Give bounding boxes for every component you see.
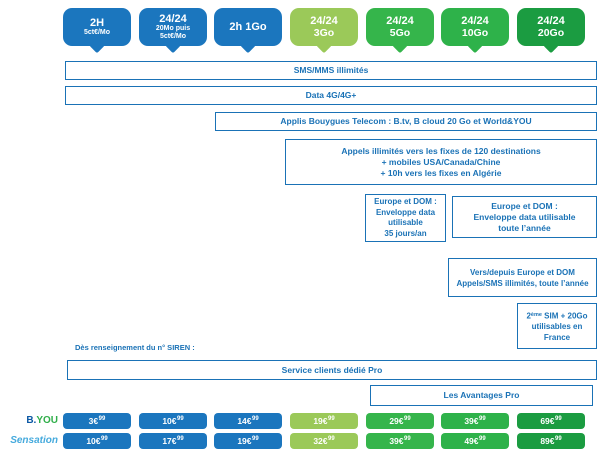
plan-title: 24/24 bbox=[537, 15, 565, 27]
feature-text: Data 4G/4G+ bbox=[305, 90, 357, 100]
feature-avantages-pro-box: Les Avantages Pro bbox=[370, 385, 593, 406]
plan-title: 24/24 bbox=[159, 12, 187, 25]
plan-tab-2424-5go[interactable]: 24/24 5Go bbox=[366, 8, 434, 54]
plan-title: 24/24 bbox=[386, 15, 414, 27]
tab-pointer-icon bbox=[467, 37, 483, 54]
plan-subtitle2: 5ct€/Mo bbox=[159, 33, 187, 40]
plan-title: 2h 1Go bbox=[229, 21, 267, 33]
sensation-price-col3[interactable]: 19€99 bbox=[214, 433, 282, 449]
plan-subtitle: 10Go bbox=[461, 27, 489, 39]
feature-text: SMS/MMS illimités bbox=[293, 65, 369, 75]
sensation-price-col1[interactable]: 10€99 bbox=[63, 433, 131, 449]
byou-row-label: B.YOU bbox=[0, 415, 58, 426]
feature-vers-depuis-box: Vers/depuis Europe et DOM Appels/SMS ill… bbox=[448, 258, 597, 297]
feature-line: + 10h vers les fixes en Algérie bbox=[380, 167, 502, 178]
byou-price-col1[interactable]: 3€99 bbox=[63, 413, 131, 429]
sensation-price-col7[interactable]: 89€99 bbox=[517, 433, 585, 449]
sensation-row-label: Sensation bbox=[10, 435, 58, 446]
plan-subtitle: 3Go bbox=[313, 27, 335, 39]
plan-subtitle: 20Mo puis bbox=[155, 24, 191, 32]
feature-line: France bbox=[543, 333, 571, 343]
feature-appels-box: Appels illimités vers les fixes de 120 d… bbox=[285, 139, 597, 185]
sensation-price-col2[interactable]: 17€99 bbox=[139, 433, 207, 449]
plan-tab-2424-20go[interactable]: 24/24 20Go bbox=[517, 8, 585, 54]
plan-tab-2424-3go[interactable]: 24/24 3Go bbox=[290, 8, 358, 54]
feature-line: Enveloppe data utilisable bbox=[473, 211, 576, 222]
sensation-price-col4[interactable]: 32€99 bbox=[290, 433, 358, 449]
plan-tab-2424-20mo[interactable]: 24/24 20Mo puis 5ct€/Mo bbox=[139, 8, 207, 54]
feature-line: Vers/depuis Europe et DOM bbox=[470, 267, 575, 277]
plan-subtitle: 5Go bbox=[389, 27, 411, 39]
feature-2nd-sim-box: 2ème SIM + 20Go utilisables en France bbox=[517, 303, 597, 349]
tab-pointer-icon bbox=[392, 37, 408, 54]
feature-line: 35 jours/an bbox=[384, 228, 427, 238]
feature-line: Enveloppe data bbox=[375, 207, 436, 217]
sensation-price-col5[interactable]: 39€99 bbox=[366, 433, 434, 449]
feature-line: utilisables en bbox=[531, 322, 583, 332]
tab-pointer-icon bbox=[89, 37, 105, 54]
siren-note: Dès renseignement du n° SIREN : bbox=[75, 343, 195, 352]
feature-line: + mobiles USA/Canada/Chine bbox=[381, 156, 501, 167]
tab-pointer-icon bbox=[240, 37, 256, 54]
feature-europe-dom-year-box: Europe et DOM : Enveloppe data utilisabl… bbox=[452, 196, 597, 238]
feature-line: utilisable bbox=[388, 218, 423, 227]
plan-title: 24/24 bbox=[461, 15, 489, 27]
feature-europe-dom-35j-box: Europe et DOM : Enveloppe data utilisabl… bbox=[365, 194, 446, 242]
feature-line: Appels illimités vers les fixes de 120 d… bbox=[341, 145, 541, 156]
feature-service-pro-box: Service clients dédié Pro bbox=[67, 360, 597, 380]
plan-subtitle: 20Go bbox=[537, 27, 565, 39]
byou-price-col5[interactable]: 29€99 bbox=[366, 413, 434, 429]
feature-text: Applis Bouygues Telecom : B.tv, B cloud … bbox=[280, 116, 532, 126]
byou-price-col6[interactable]: 39€99 bbox=[441, 413, 509, 429]
feature-line: Europe et DOM : bbox=[374, 197, 437, 206]
feature-line: Appels/SMS illimités, toute l’année bbox=[456, 278, 589, 288]
plan-tab-2h1go[interactable]: 2h 1Go bbox=[214, 8, 282, 54]
byou-price-col7[interactable]: 69€99 bbox=[517, 413, 585, 429]
feature-sms-box: SMS/MMS illimités bbox=[65, 61, 597, 80]
sensation-price-col6[interactable]: 49€99 bbox=[441, 433, 509, 449]
feature-text: Service clients dédié Pro bbox=[281, 364, 383, 375]
feature-line: 2ème SIM + 20Go bbox=[526, 311, 588, 321]
feature-data-box: Data 4G/4G+ bbox=[65, 86, 597, 105]
byou-label-b: B. bbox=[26, 415, 37, 426]
byou-price-col3[interactable]: 14€99 bbox=[214, 413, 282, 429]
plan-subtitle: 5ct€/Mo bbox=[83, 28, 111, 36]
plan-title: 2H bbox=[89, 16, 105, 29]
tab-pointer-icon bbox=[543, 37, 559, 54]
feature-applis-box: Applis Bouygues Telecom : B.tv, B cloud … bbox=[215, 112, 597, 131]
byou-price-col4[interactable]: 19€99 bbox=[290, 413, 358, 429]
feature-line: toute l’année bbox=[498, 222, 551, 233]
plan-tab-2424-10go[interactable]: 24/24 10Go bbox=[441, 8, 509, 54]
feature-text: Les Avantages Pro bbox=[443, 390, 520, 400]
byou-price-col2[interactable]: 10€99 bbox=[139, 413, 207, 429]
tab-pointer-icon bbox=[316, 37, 332, 54]
byou-label-you: YOU bbox=[36, 415, 58, 426]
plan-tab-2h[interactable]: 2H 5ct€/Mo bbox=[63, 8, 131, 54]
feature-line: Europe et DOM : bbox=[491, 200, 558, 211]
plan-title: 24/24 bbox=[310, 15, 338, 27]
